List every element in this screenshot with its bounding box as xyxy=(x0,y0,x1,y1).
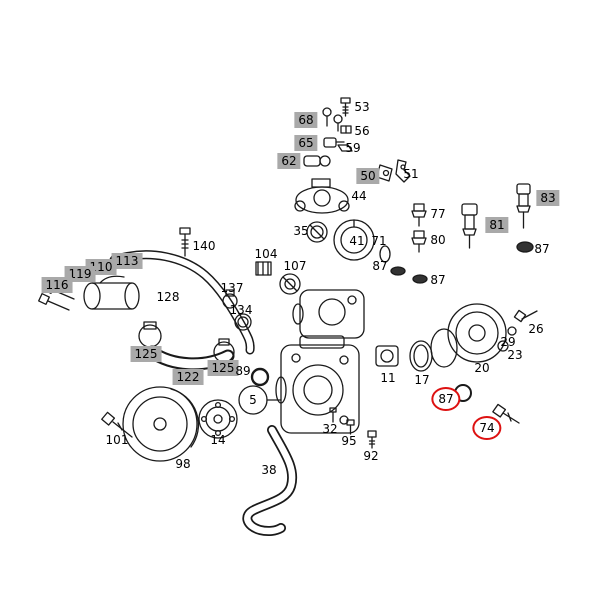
part-washer-59 xyxy=(337,144,353,152)
part-plate-11 xyxy=(375,345,399,367)
part-label-26-41: 26 xyxy=(528,322,544,336)
part-label-65-2: 65 xyxy=(294,135,318,151)
part-label-77-12: 77 xyxy=(430,207,446,221)
part-bolt-92 xyxy=(367,430,377,449)
part-label-5-33: 5 xyxy=(249,393,257,407)
part-label-98-35: 98 xyxy=(175,457,191,471)
part-label-87-14: 87 xyxy=(372,259,388,273)
part-label-95-46: 95 xyxy=(341,434,357,448)
part-label-107-21: 107 xyxy=(283,259,307,273)
part-label-20-40: 20 xyxy=(474,361,490,375)
part-label-51-7: 51 xyxy=(403,167,419,181)
part-label-128-26: 128 xyxy=(156,290,180,304)
part-label-87-44: 87 xyxy=(431,387,461,411)
part-mid-housing xyxy=(292,289,365,339)
part-68-bolts xyxy=(322,107,343,132)
part-seal-87b xyxy=(412,274,428,284)
part-label-140-19: 140 xyxy=(192,239,216,253)
part-bracket-51 xyxy=(395,159,411,183)
part-label-11-38: 11 xyxy=(380,371,396,385)
part-stud-32 xyxy=(329,407,337,423)
part-sensor-81 xyxy=(461,203,478,249)
part-label-74-48: 74 xyxy=(472,416,502,440)
part-cap-107 xyxy=(279,273,301,295)
part-label-44-8: 44 xyxy=(351,189,367,203)
part-seal-87a xyxy=(390,266,406,276)
part-plug-74 xyxy=(492,403,520,424)
part-label-32-45: 32 xyxy=(322,422,338,436)
part-label-14-36: 14 xyxy=(210,433,226,447)
part-label-59-5: 59 xyxy=(345,141,361,155)
part-bolt-101 xyxy=(101,411,133,438)
part-hose-38 xyxy=(242,425,298,537)
part-nut-56 xyxy=(340,125,352,134)
part-label-29-42: 29 xyxy=(500,335,516,349)
part-washer-29 xyxy=(507,326,517,336)
part-cap-35 xyxy=(306,221,328,243)
part-label-62-4: 62 xyxy=(277,153,301,169)
part-label-56-3: 56 xyxy=(354,124,370,138)
part-label-122-30: 122 xyxy=(172,369,204,385)
part-label-71-11: 71 xyxy=(371,234,387,248)
part-label-113-22: 113 xyxy=(111,253,143,269)
part-label-134-28: 134 xyxy=(229,303,253,317)
part-thermostat-41 xyxy=(333,219,375,261)
part-label-104-20: 104 xyxy=(254,247,278,261)
part-label-87-18: 87 xyxy=(534,242,550,256)
part-flange-14 xyxy=(198,399,238,439)
part-label-41-10: 41 xyxy=(349,234,365,248)
part-label-125-31: 125 xyxy=(207,360,239,376)
part-label-35-9: 35 xyxy=(293,224,309,238)
part-label-80-13: 80 xyxy=(430,233,446,247)
part-ring-71 xyxy=(379,245,391,263)
part-plug-104 xyxy=(255,261,272,276)
part-bolt-116 xyxy=(38,293,70,311)
part-fitting-65 xyxy=(323,137,345,148)
part-label-50-6: 50 xyxy=(356,168,380,184)
part-label-89-32: 89 xyxy=(235,364,251,378)
part-label-125-29: 125 xyxy=(130,346,162,362)
part-bolt-95 xyxy=(346,419,355,435)
part-banjo-62 xyxy=(303,155,331,167)
part-bolt-26 xyxy=(513,309,538,323)
part-ring-89 xyxy=(250,367,270,387)
part-label-68-0: 68 xyxy=(294,112,318,128)
part-label-92-47: 92 xyxy=(363,449,379,463)
part-label-87-15: 87 xyxy=(430,273,446,287)
part-sensor-83 xyxy=(516,183,531,229)
callout-circle-5 xyxy=(238,385,282,415)
part-label-17-39: 17 xyxy=(414,373,430,387)
part-pulley-98 xyxy=(122,386,200,462)
part-label-53-1: 53 xyxy=(354,100,370,114)
part-ring-23 xyxy=(497,340,509,352)
part-label-116-25: 116 xyxy=(41,277,73,293)
part-ring-134 xyxy=(234,313,252,331)
part-clamp-137 xyxy=(222,289,238,309)
part-gasket-oval xyxy=(430,328,458,368)
part-bolt-53 xyxy=(340,97,351,117)
part-label-101-34: 101 xyxy=(105,433,129,447)
part-cover-20 xyxy=(447,303,507,363)
part-label-137-27: 137 xyxy=(220,281,244,295)
part-sensor-80 xyxy=(411,230,427,253)
part-label-81-17: 81 xyxy=(485,217,509,233)
part-bolt-140 xyxy=(179,227,191,257)
part-label-23-43: 23 xyxy=(507,348,523,362)
part-sensor-77 xyxy=(411,203,427,227)
part-cover-44 xyxy=(294,178,350,214)
part-label-38-37: 38 xyxy=(261,463,277,477)
part-seal-87c xyxy=(516,241,534,253)
part-label-83-16: 83 xyxy=(536,190,560,206)
part-housing-110 xyxy=(83,275,140,310)
